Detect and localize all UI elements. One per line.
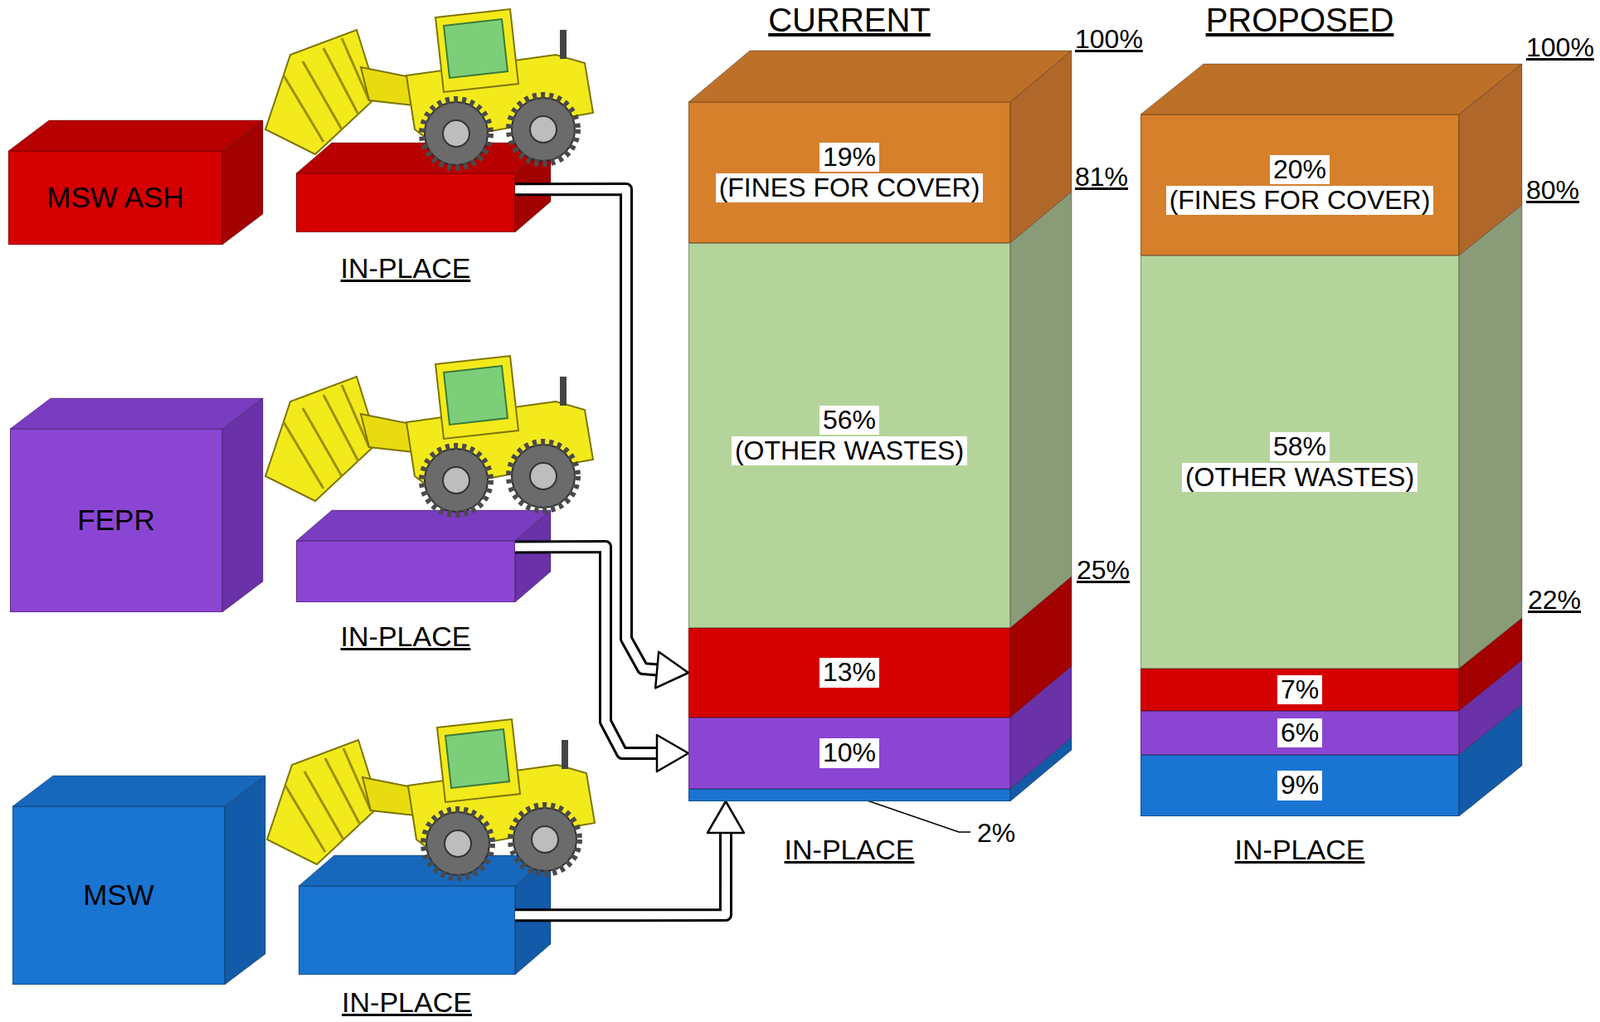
stack-segment: 10% bbox=[688, 717, 1011, 789]
percent-mark: 25% bbox=[1076, 555, 1130, 585]
box-label: (OTHER WASTES) bbox=[731, 436, 968, 466]
arrow-outline bbox=[515, 189, 660, 671]
percent-mark: 22% bbox=[1527, 585, 1581, 615]
flow-arrow bbox=[515, 546, 689, 772]
stack-segment: 56%(OTHER WASTES) bbox=[688, 243, 1011, 628]
box-face bbox=[296, 510, 551, 541]
box-face bbox=[12, 775, 266, 807]
arrow-outline bbox=[515, 546, 660, 754]
box-label: (FINES FOR COVER) bbox=[715, 173, 984, 203]
box-face bbox=[1010, 737, 1072, 802]
box-label: 19% bbox=[819, 142, 880, 172]
source-box: FEPR bbox=[9, 428, 223, 613]
box-label: 10% bbox=[819, 738, 880, 768]
loader-figure bbox=[265, 9, 594, 168]
stack-column: CURRENT19%(FINES FOR COVER)56%(OTHER WAS… bbox=[688, 102, 1011, 802]
arrow-shaft bbox=[515, 830, 726, 915]
percent-mark: 100% bbox=[1074, 24, 1143, 54]
box-face bbox=[298, 855, 551, 886]
box-face bbox=[8, 120, 263, 151]
loader-figure bbox=[267, 719, 595, 878]
stack-segment: 13% bbox=[688, 627, 1011, 718]
box-face bbox=[515, 510, 551, 603]
box-face bbox=[688, 50, 1072, 103]
box-label: MSW bbox=[82, 879, 155, 912]
box-label: 58% bbox=[1269, 432, 1330, 462]
box-face bbox=[1010, 191, 1072, 628]
column-heading: CURRENT bbox=[768, 1, 931, 39]
box-face bbox=[224, 775, 266, 985]
percent-mark: 81% bbox=[1074, 162, 1129, 192]
percent-mark: 100% bbox=[1526, 33, 1595, 63]
box-label: FEPR bbox=[77, 504, 155, 537]
box-face bbox=[1140, 63, 1523, 115]
box-label: 13% bbox=[819, 657, 880, 687]
loader-figure bbox=[265, 355, 594, 515]
column-heading: PROPOSED bbox=[1206, 1, 1395, 39]
box-label: 56% bbox=[819, 405, 880, 435]
box-caption: IN-PLACE bbox=[340, 252, 472, 284]
stack-segment: 58%(OTHER WASTES) bbox=[1140, 255, 1459, 669]
callout-label: 2% bbox=[975, 818, 1017, 848]
source-box: MSW bbox=[12, 806, 225, 985]
box-face bbox=[1458, 204, 1523, 669]
box-label: 20% bbox=[1269, 155, 1330, 185]
box-label: 7% bbox=[1277, 675, 1323, 705]
arrow-shaft bbox=[515, 189, 660, 671]
box-label: 6% bbox=[1277, 718, 1323, 748]
in-place-box: IN-PLACE bbox=[296, 540, 516, 603]
in-place-box: IN-PLACE bbox=[296, 173, 516, 233]
stack-segment: 19%(FINES FOR COVER) bbox=[688, 102, 1011, 244]
stack-column: PROPOSED20%(FINES FOR COVER)58%(OTHER WA… bbox=[1140, 114, 1459, 817]
stack-segment: 6% bbox=[1140, 710, 1459, 755]
box-face bbox=[1458, 704, 1523, 817]
stack-segment: 2% bbox=[688, 788, 1011, 802]
box-face bbox=[9, 398, 263, 429]
arrow-outline bbox=[515, 830, 726, 915]
box-caption: IN-PLACE bbox=[341, 987, 472, 1018]
box-label: 9% bbox=[1277, 770, 1323, 800]
arrow-head bbox=[707, 801, 745, 833]
box-label: (OTHER WASTES) bbox=[1181, 462, 1418, 492]
box-face bbox=[222, 398, 263, 613]
arrow-shaft bbox=[515, 546, 660, 754]
box-caption: IN-PLACE bbox=[340, 621, 472, 652]
arrow-head bbox=[655, 651, 689, 689]
percent-mark: 80% bbox=[1526, 175, 1580, 205]
in-place-box: IN-PLACE bbox=[298, 885, 516, 975]
stack-segment: 9% bbox=[1140, 754, 1459, 817]
box-face bbox=[222, 120, 263, 245]
stack-segment: 20%(FINES FOR COVER) bbox=[1140, 114, 1459, 256]
box-label: MSW ASH bbox=[46, 181, 184, 214]
box-label: (FINES FOR COVER) bbox=[1166, 185, 1435, 215]
flow-arrow bbox=[515, 801, 745, 915]
stack-caption: IN-PLACE bbox=[1235, 834, 1366, 866]
stack-segment: 7% bbox=[1140, 668, 1459, 711]
stack-caption: IN-PLACE bbox=[784, 834, 915, 866]
source-box: MSW ASH bbox=[8, 150, 223, 245]
arrow-head bbox=[656, 734, 689, 772]
